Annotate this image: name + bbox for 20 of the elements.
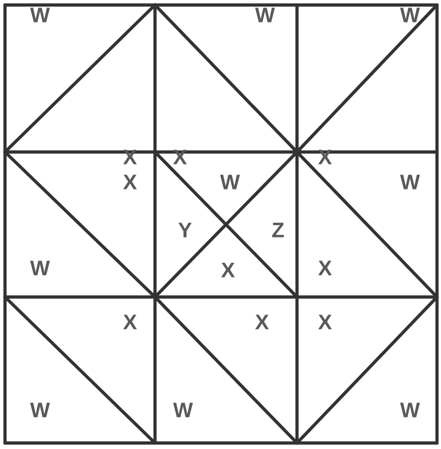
letter-label: W [173,402,193,418]
letter-label: W [30,402,50,418]
letter-label: W [30,260,50,276]
letter-label: X [318,260,332,276]
letter-label: X [123,314,137,330]
letter-label: X [173,150,187,164]
letter-label: W [30,8,50,22]
letter-label: X [318,150,332,164]
letter-label: Y [178,222,192,238]
letter-label: W [400,8,420,22]
letter-label: W [220,174,240,190]
letter-label: X [318,314,332,330]
letter-label: W [400,174,420,190]
letter-label: X [255,314,269,330]
letter-label: X [123,174,137,190]
letter-label: X [123,150,137,164]
letter-label: W [255,8,275,22]
letter-label: X [221,262,235,278]
letter-label: W [400,402,420,418]
letter-label: Z [272,222,284,238]
